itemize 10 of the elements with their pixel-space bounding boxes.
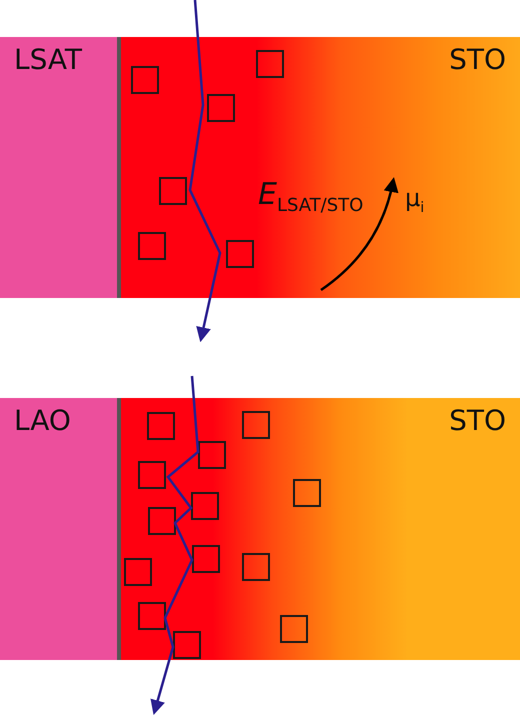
layer-label: STO [449, 45, 506, 76]
layer-label: LAO [14, 406, 71, 437]
layer-label: LSAT [14, 45, 82, 76]
film-layer [117, 37, 520, 298]
layer-label: STO [449, 406, 506, 437]
substrate-layer [0, 37, 117, 298]
symbol-label: E$_{LSAT/STO}$ [258, 180, 364, 215]
substrate-layer [0, 398, 117, 660]
film-layer [117, 398, 520, 660]
symbol-label: μ$_{i}$ [405, 186, 424, 216]
